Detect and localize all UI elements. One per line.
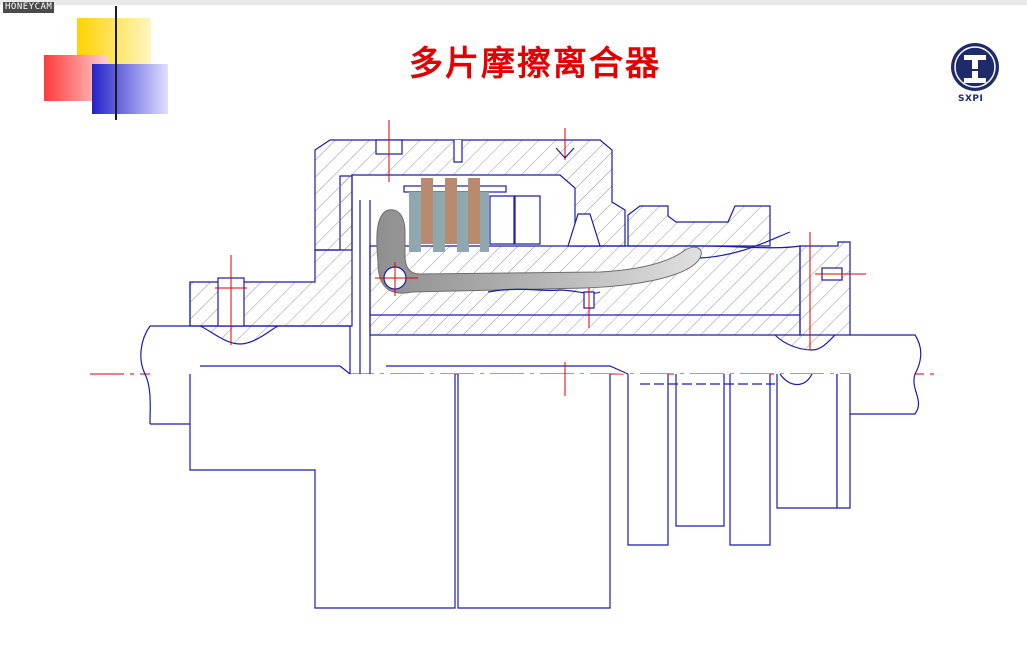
top-rule <box>0 0 1027 5</box>
right-shaft <box>774 334 922 415</box>
logo-caption: SXPI <box>958 94 984 104</box>
header-decoration <box>44 6 940 120</box>
friction-plates <box>409 178 489 252</box>
clutch-drawing <box>90 120 940 609</box>
lower-half-outline <box>189 362 851 609</box>
school-logo-icon <box>951 43 999 91</box>
watermark: HONEYCAM <box>3 2 55 13</box>
sliding-ring-section <box>627 205 771 247</box>
lever-arm <box>376 209 702 294</box>
right-nut-section <box>799 241 851 336</box>
slide-title: 多片摩擦离合器 <box>409 44 661 84</box>
